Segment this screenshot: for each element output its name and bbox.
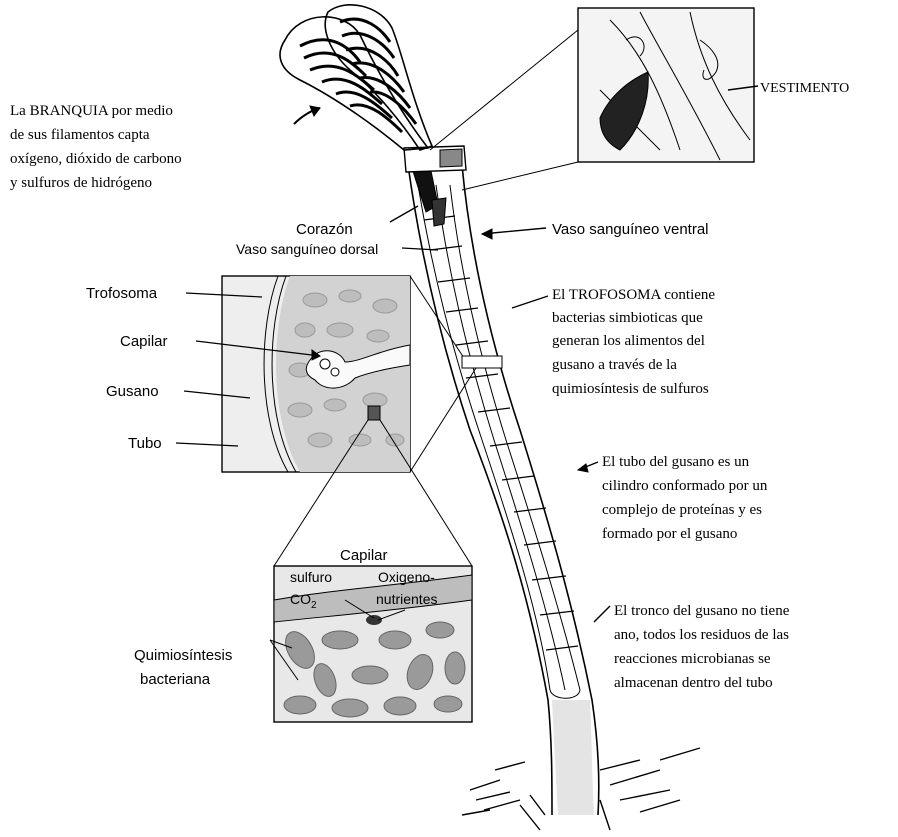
micro-oxygen-label: Oxigeno- [378, 569, 435, 585]
micro-sulfide-label: sulfuro [290, 569, 332, 585]
tube-description: El tubo del gusano es un cilindro confor… [602, 454, 768, 542]
micro-co2-subscript: 2 [311, 600, 317, 611]
trophosome-desc-line-1: El TROFOSOMA contiene [552, 287, 715, 303]
inset-capillary-label: Capilar [120, 333, 168, 350]
tube-desc-line-4: formado por el gusano [602, 526, 737, 542]
micro-co2-text: CO [290, 591, 311, 607]
trunk-desc-line-1: El tronco del gusano no tiene [614, 603, 790, 619]
gill-plume [280, 5, 432, 150]
chemosynthesis-label-line-1: Quimiosíntesis [134, 647, 232, 664]
tube-desc-line-1: El tubo del gusano es un [602, 454, 750, 470]
tube-desc-line-3: complejo de proteínas y es [602, 502, 762, 518]
trofosoma-inset [222, 276, 502, 472]
trophosome-desc-line-4: gusano a través de la [552, 357, 677, 373]
micro-nutrients-label: nutrientes [376, 591, 437, 607]
trophosome-desc-line-3: generan los alimentos del [552, 333, 705, 349]
gill-label-line-1: La BRANQUIA por medio [10, 103, 173, 119]
vestimento-inset [430, 8, 754, 190]
inset-tube-label: Tubo [128, 435, 162, 452]
trunk-desc-line-2: ano, todos los residuos de las [614, 627, 789, 643]
trunk-desc-line-4: almacenan dentro del tubo [614, 675, 773, 691]
gill-label-line-3: oxígeno, dióxido de carbono [10, 151, 182, 167]
trunk-description: El tronco del gusano no tiene ano, todos… [614, 603, 790, 691]
gill-label-line-4: y sulfuros de hidrógeno [10, 175, 152, 191]
tube-desc-line-2: cilindro conformado por un [602, 478, 768, 494]
inset-worm-label: Gusano [106, 383, 159, 400]
trophosome-desc-line-2: bacterias simbioticas que [552, 310, 703, 326]
micro-capillary-label: Capilar [340, 547, 388, 564]
dorsal-vessel-label: Vaso sanguíneo dorsal [236, 241, 378, 257]
gill-label: La BRANQUIA por medio de sus filamentos … [10, 103, 182, 191]
heart-label: Corazón [296, 221, 353, 238]
chemosynthesis-label-line-2: bacteriana [140, 671, 211, 688]
trunk-desc-line-3: reacciones microbianas se [614, 651, 771, 667]
trophosome-desc-line-5: quimiosíntesis de sulfuros [552, 381, 709, 397]
inset-trophosome-label: Trofosoma [86, 285, 158, 302]
gill-label-line-2: de sus filamentos capta [10, 127, 150, 143]
vestimento-label: VESTIMENTO [760, 81, 849, 96]
trophosome-description: El TROFOSOMA contiene bacterias simbioti… [552, 287, 715, 397]
ventral-vessel-label: Vaso sanguíneo ventral [552, 221, 709, 238]
